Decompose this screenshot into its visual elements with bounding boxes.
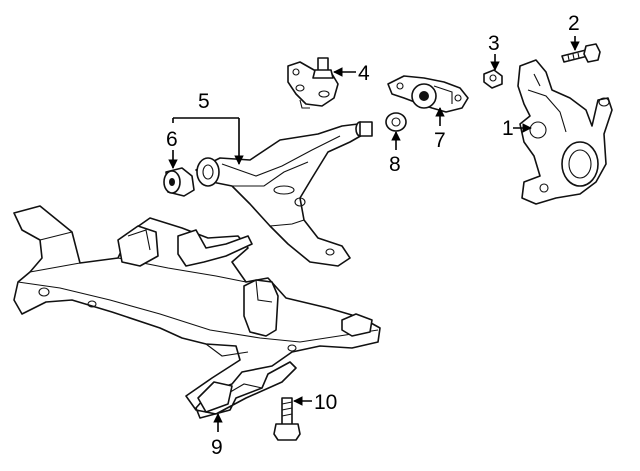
bolt-10-part: [273, 397, 301, 441]
callout-3: 3: [488, 32, 500, 55]
bolt-part: [561, 43, 601, 63]
callout-10: 10: [314, 391, 337, 414]
callout-9: 9: [211, 436, 223, 459]
callout-7: 7: [434, 129, 446, 152]
callout-5: 5: [198, 90, 210, 113]
callout-2: 2: [568, 12, 580, 35]
callout-labels: 1 2 3 4 5 6 7 8 9 10: [166, 12, 580, 459]
leader-lines: [168, 36, 580, 432]
callout-8: 8: [389, 153, 401, 176]
ball-joint-part: [287, 57, 339, 109]
bushing-part: [163, 167, 195, 197]
steering-knuckle-part: [517, 59, 613, 205]
callout-1: 1: [502, 117, 514, 140]
rear-bushing-part: [387, 75, 469, 113]
crossmember-part: [13, 205, 381, 419]
nut-part: [483, 69, 503, 89]
spacer-part: [385, 112, 407, 132]
callout-6: 6: [166, 128, 178, 151]
callout-4: 4: [358, 62, 370, 85]
